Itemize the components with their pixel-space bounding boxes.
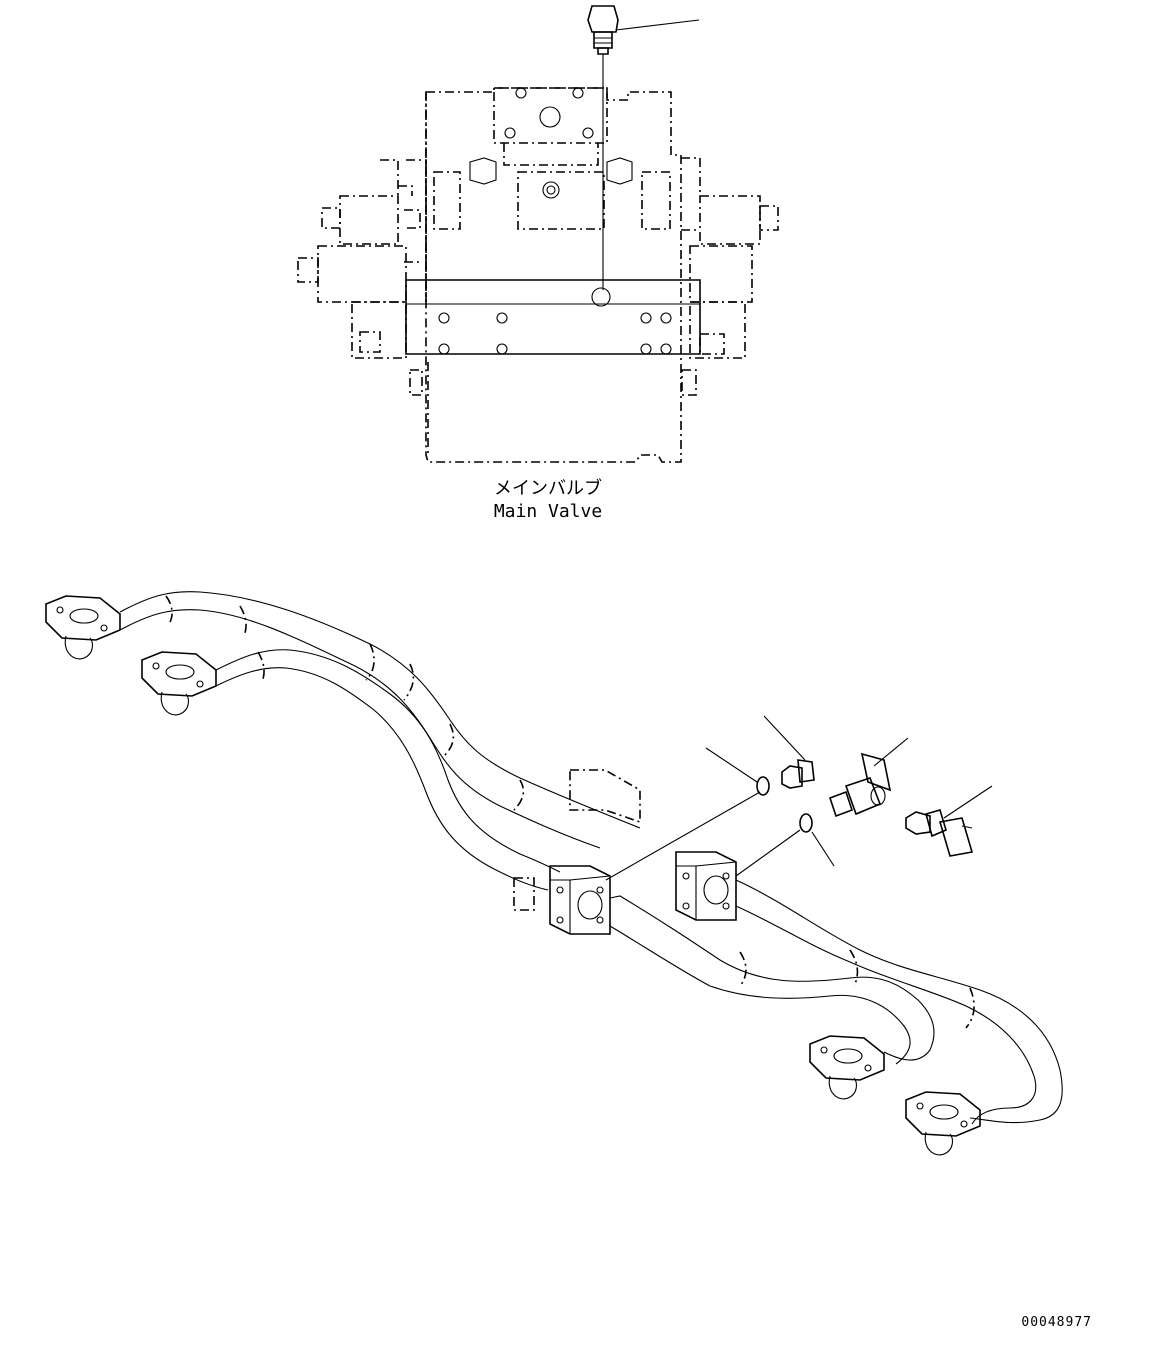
o-ring-1 (756, 776, 770, 796)
o-ring-2 (799, 813, 813, 833)
elbow-fitting (828, 737, 909, 818)
main-valve-label-en: Main Valve (494, 501, 602, 522)
pressure-switch (905, 785, 993, 857)
main-valve (297, 87, 779, 463)
main-valve-label-jp: メインバルブ (494, 477, 602, 499)
adapter-fitting (763, 715, 815, 789)
exploded-fittings (605, 715, 993, 881)
drawing-code: 00048977 (1021, 1315, 1092, 1330)
pipe-assembly (45, 591, 1063, 1156)
pressure-sensor-top (587, 5, 700, 290)
